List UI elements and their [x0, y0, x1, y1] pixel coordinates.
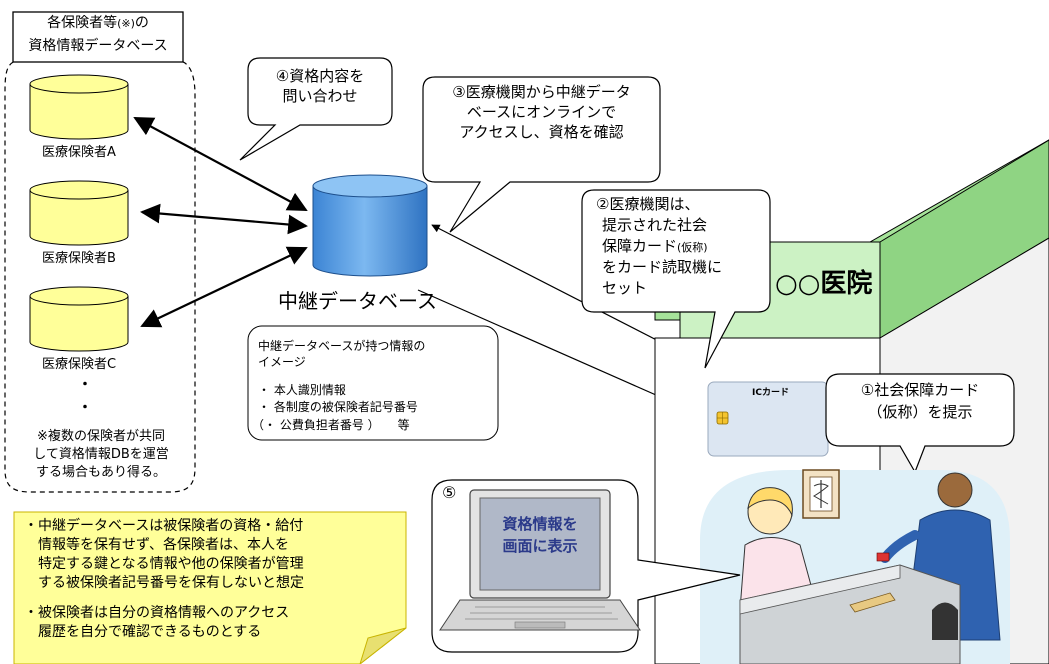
- reception-scene-illustration: [700, 469, 1010, 664]
- insurer-c-label: 医療保険者C: [41, 357, 117, 372]
- insurers-group-title-line1: 各保険者等: [47, 15, 118, 31]
- note-1-line4: する被保険者記号番号を保有しないと想定: [24, 575, 304, 591]
- callout-step2-line4: をカード読取機に: [602, 258, 723, 276]
- callout-step1-line2: （仮称）を提示: [867, 403, 973, 421]
- info-box-title-line2: イメージ: [258, 355, 306, 369]
- insurers-note-line3: する場合もあり得る。: [35, 465, 166, 480]
- laptop-step-mark: ⑤: [442, 483, 457, 502]
- callout-step4-bubble: [239, 57, 393, 161]
- laptop-illustration: [439, 489, 641, 631]
- callout-step3-line2: ベースにオンラインで: [466, 103, 617, 121]
- callout-step1-line1: ①社会保障カード: [860, 381, 980, 399]
- arrow-card-to-relay: [431, 224, 681, 353]
- insurer-c-cylinder: [29, 286, 129, 352]
- note-1-line2: 情報等を保有せず、各保険者は、本人を: [24, 537, 290, 553]
- info-box-item-3: （・ 公費負担者番号 ） 等: [252, 418, 410, 432]
- info-box-item-2: ・ 各制度の被保険者記号番号: [258, 400, 418, 414]
- insurer-b-cylinder: [29, 180, 129, 246]
- insurers-group-title-line2: 資格情報データベース: [28, 38, 168, 54]
- callout-step4-line1: ④資格内容を: [275, 67, 365, 85]
- note-2-line2: 履歴を自分で確認できるものとする: [24, 624, 262, 640]
- insurers-group-title-note-mark: (※): [117, 17, 135, 30]
- insurers-group-border: [4, 59, 196, 493]
- insurer-b-label: 医療保険者B: [42, 251, 116, 266]
- ellipsis-dot-1: ・: [78, 377, 92, 393]
- callout-step2-line5: セット: [602, 279, 648, 297]
- callout-step3-bubble: [422, 76, 661, 233]
- arrow-relay-to-card: [417, 289, 691, 411]
- callout-step2-line1: ②医療機関は、: [596, 195, 700, 213]
- note-1-line3: 特定する鍵となる情報や他の保険者が管理: [24, 556, 304, 572]
- laptop-screen-line1: 資格情報を: [502, 515, 578, 533]
- callout-step3-line1: ③医療機関から中継データ: [452, 83, 631, 101]
- callout-step2-line3: 保障カード(仮称): [602, 237, 708, 255]
- callout-step4-line2: 問い合わせ: [282, 87, 358, 105]
- insurers-group-title-box: [12, 11, 184, 63]
- callout-step3-line3: アクセスし、資格を確認: [459, 123, 624, 141]
- callout-step1-bubble: [825, 373, 1015, 474]
- relay-db-cylinder: [312, 174, 428, 277]
- relay-db-label: 中継データベース: [278, 289, 437, 313]
- relay-info-box: [247, 325, 499, 441]
- laptop-screen-line2: 画面に表示: [502, 537, 578, 555]
- arrow-insurer-a-relay: [133, 117, 308, 211]
- callout-step2-bubble: [581, 189, 771, 369]
- arrow-insurer-c-relay: [140, 246, 308, 328]
- insurer-a-cylinder: [29, 74, 129, 140]
- insurers-note-line2: して資格情報DBを運営: [33, 447, 169, 462]
- ic-card-label: ICカード: [752, 388, 789, 398]
- callout-step2-line3-main: 保障カード: [602, 237, 678, 255]
- hospital-name: ○○医院: [775, 269, 873, 299]
- info-box-title-line1: 中継データベースが持つ情報の: [258, 339, 426, 353]
- note-1-line1: ・中継データベースは被保険者の資格・給付: [24, 518, 304, 534]
- info-box-item-1: ・ 本人識別情報: [258, 383, 346, 397]
- callout-step2-line3-small: (仮称): [677, 241, 708, 254]
- note-folded-corner: [359, 627, 407, 664]
- note-2-line1: ・被保険者は自分の資格情報へのアクセス: [24, 605, 290, 621]
- insurer-a-label: 医療保険者A: [42, 145, 116, 160]
- insurers-group-title: 各保険者等(※)の: [13, 15, 183, 31]
- callout-step2-line2: 提示された社会: [602, 216, 708, 234]
- ic-card: [707, 381, 829, 457]
- insurers-note-line1: ※複数の保険者が共同: [37, 429, 165, 444]
- arrow-insurer-b-relay: [140, 203, 308, 235]
- insurers-group-title-suffix: の: [134, 15, 149, 31]
- ellipsis-dot-2: ・: [78, 400, 92, 416]
